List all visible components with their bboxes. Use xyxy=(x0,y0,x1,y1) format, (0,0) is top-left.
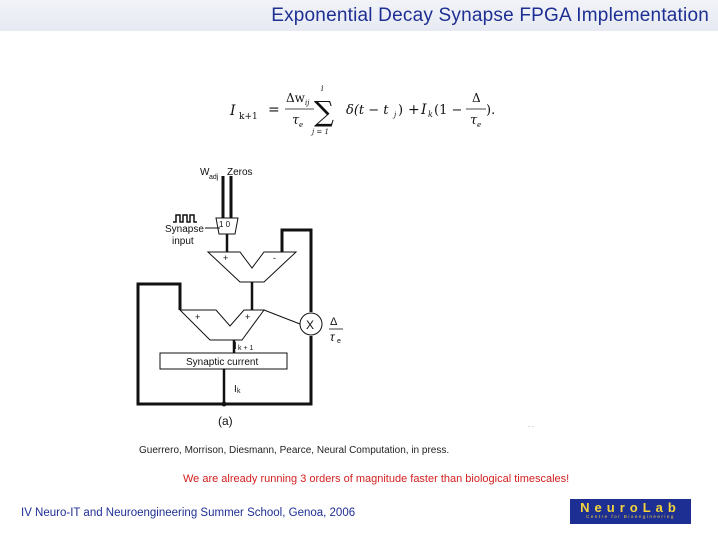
formula-frac2-den: τ xyxy=(470,113,478,128)
formula-ik-sub: k xyxy=(428,110,433,119)
synapse-input-label-line1: Synapse xyxy=(165,224,204,235)
formula-frac2-num: Δ xyxy=(472,91,481,105)
multiplier-to-adder-wire xyxy=(263,309,301,325)
formula-paren-open: (1 − xyxy=(434,103,462,118)
logo-tagline: Centre for Bioengineering xyxy=(586,514,675,519)
formula-ik: I xyxy=(420,102,427,118)
decay-formula: I k+1 = Δw ij τ e i ∑ j = 1 δ(t − t j ) … xyxy=(229,84,495,136)
ik1-sub: k + 1 xyxy=(238,345,253,352)
formula-lhs-i: I xyxy=(229,103,236,119)
multiplier xyxy=(299,312,323,336)
formula-frac1-num-sub: ij xyxy=(305,99,310,107)
footer-text: IV Neuro-IT and Neuroengineering Summer … xyxy=(21,507,356,519)
bottom-adder-plus-right: + xyxy=(245,312,250,322)
citation: Guerrero, Morrison, Diesmann, Pearce, Ne… xyxy=(139,445,450,456)
synapse-input-label-line2: input xyxy=(172,236,194,247)
left-feedback-loop xyxy=(136,282,224,406)
formula-equals: = xyxy=(268,102,280,118)
synapse-circuit-diagram: W adj Zeros 1 0 Synapse input + - + + I … xyxy=(136,167,343,428)
formula-delta-sub: j xyxy=(392,111,397,119)
formula-frac1-den: τ xyxy=(292,113,300,128)
bottom-adder-plus-left: + xyxy=(195,312,200,322)
title-bar: Exponential Decay Synapse FPGA Implement… xyxy=(0,0,718,31)
register-label: Synaptic current xyxy=(186,357,258,368)
formula-frac1-den-sub: e xyxy=(299,121,303,129)
multiplier-symbol: X xyxy=(306,318,314,332)
formula-frac2-den-sub: e xyxy=(477,121,481,129)
multiplier-factor-den-sub: e xyxy=(337,338,341,345)
figure-caption: (a) xyxy=(218,414,233,428)
ik-sub: k xyxy=(237,388,241,395)
right-feedback-loop xyxy=(224,336,313,406)
formula-frac1-num: Δw xyxy=(286,91,306,105)
logo-name: NeuroLab xyxy=(580,500,681,515)
ik1-label: I xyxy=(234,341,237,352)
formula-sum-sign: ∑ xyxy=(314,95,334,128)
mux-label: 1 0 xyxy=(219,220,231,229)
formula-plus: + xyxy=(408,102,420,118)
spike-pulse-icon xyxy=(173,214,197,223)
highlight-statement: We are already running 3 orders of magni… xyxy=(183,473,570,485)
formula-delta-close: ) xyxy=(398,103,403,118)
formula-delta-term: δ(t − t xyxy=(346,103,389,118)
multiplier-factor-num: Δ xyxy=(330,316,338,328)
slide-title: Exponential Decay Synapse FPGA Implement… xyxy=(271,5,709,26)
w-adj-sub: adj xyxy=(209,174,219,181)
stray-mark: . . xyxy=(528,422,534,429)
neurolab-logo: NeuroLab Centre for Bioengineering xyxy=(570,499,691,524)
top-adder-minus: - xyxy=(273,253,276,263)
top-adder xyxy=(206,251,298,283)
ik-label: I xyxy=(234,384,237,395)
top-adder-plus: + xyxy=(223,253,228,263)
formula-lhs-sub: k+1 xyxy=(239,112,258,122)
zeros-label: Zeros xyxy=(227,167,253,178)
bottom-adder xyxy=(178,309,265,341)
formula-paren-close: ). xyxy=(486,103,495,118)
input-mux xyxy=(215,217,239,235)
multiplier-factor-den: τ xyxy=(330,330,336,344)
w-adj-label: W xyxy=(200,167,210,178)
input-bus-lines xyxy=(221,176,233,218)
formula-sum-top: i xyxy=(321,84,324,93)
multiplier-output-wire xyxy=(280,228,313,312)
formula-sum-bottom: j = 1 xyxy=(310,128,329,136)
